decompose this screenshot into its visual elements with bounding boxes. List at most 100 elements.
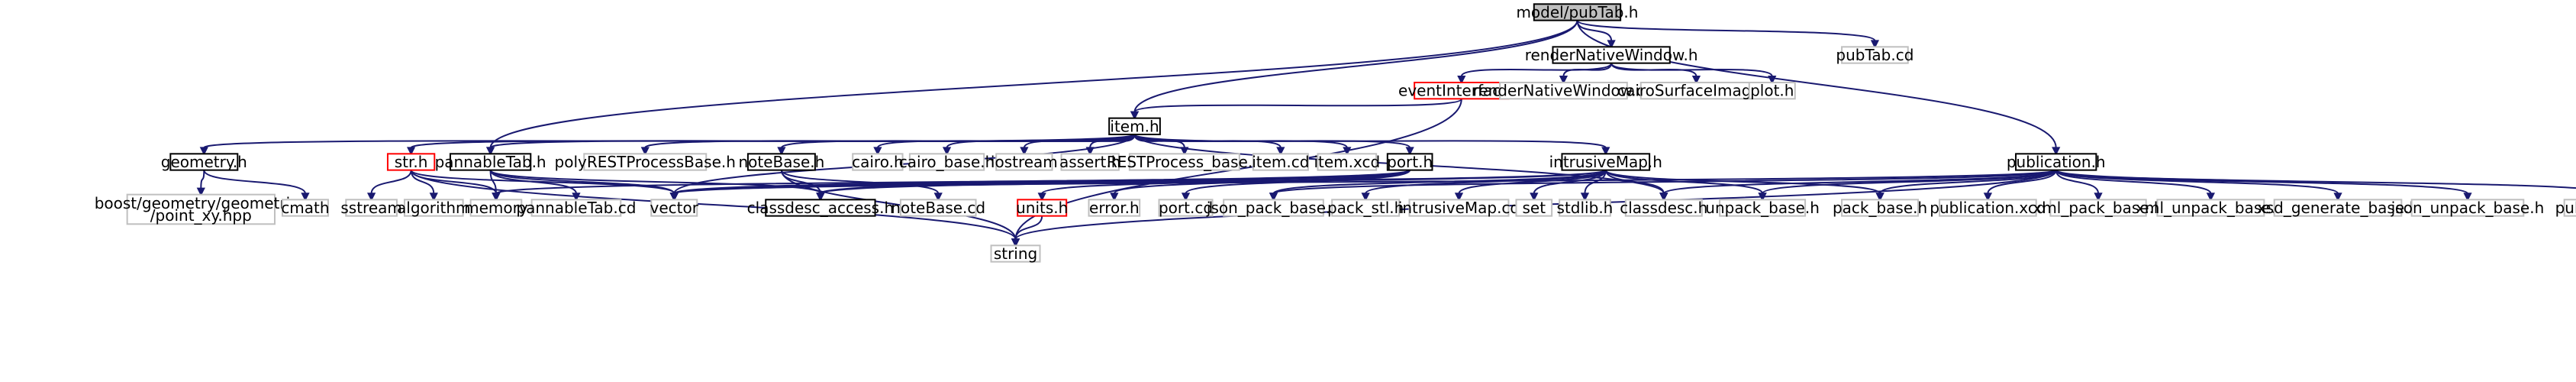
node-xml-pack-base-h: xml_pack_base.h — [2033, 199, 2163, 217]
node-box — [583, 153, 708, 171]
node-label: noteBase.cd — [891, 199, 985, 217]
node-label: renderNativeWindow.h — [1525, 46, 1698, 64]
node-rendernativewindow-h[interactable]: renderNativeWindow.h — [1525, 46, 1698, 64]
edge-item_h-to-cairo_base_h — [942, 134, 1136, 156]
node-stdlib-h: stdlib.h — [1557, 199, 1614, 217]
edge-notebase_h-to-notebase_cd — [780, 170, 943, 202]
node-box — [2410, 199, 2525, 217]
node-box — [1533, 3, 1622, 21]
node-intrusivemap-h[interactable]: intrusiveMap.h — [1549, 153, 1662, 171]
node-label: xsd_generate_base.h — [2257, 199, 2419, 217]
node-label: pannableTab.cd — [516, 199, 636, 217]
node-box — [1939, 199, 2037, 217]
edge-str_h-to-sstream — [366, 170, 412, 202]
node-pannabletab-h[interactable]: pannableTab.h — [435, 153, 546, 171]
node-restprocess-base-h: RESTProcess_base.h — [1107, 153, 1262, 171]
node-cairo-base-h: cairo_base.h — [899, 153, 995, 171]
node-notebase-cd: noteBase.cd — [891, 199, 985, 217]
node-box — [1719, 199, 1807, 217]
edge-publication_h-to-publication_xcd — [1983, 170, 2057, 202]
node-box — [281, 199, 329, 217]
edge-publication_h-to-xml_pack_base_h — [2055, 170, 2103, 202]
node-box — [403, 199, 464, 217]
node-box — [2015, 153, 2097, 171]
node-box — [1331, 199, 1401, 217]
nodes-layer: model/pubTab.h renderNativeWindow.h pubTab… — [95, 3, 2576, 263]
node-label: memory — [464, 199, 528, 217]
node-box — [1252, 153, 1309, 171]
edge-pubtab_h-to-publication_h — [1576, 20, 2061, 156]
node-box — [1386, 153, 1433, 171]
node-label: intrusiveMap.h — [1549, 153, 1662, 171]
edge-geometry_h-to-cmath — [203, 170, 310, 202]
node-box — [1559, 199, 1611, 217]
node-port-h[interactable]: port.h — [1386, 153, 1433, 171]
node-label: pubTab.cd — [1836, 46, 1913, 64]
node-geometry-h[interactable]: geometry.h — [161, 153, 247, 171]
node-box — [995, 153, 1053, 171]
node-box — [1499, 81, 1628, 100]
node-label: classdesc_access.h — [747, 199, 895, 217]
edge-item_h-to-intrusivemap_h — [1133, 134, 1610, 156]
node-classdesc-access-h[interactable]: classdesc_access.h — [747, 199, 895, 217]
edge-pannabletab_h-to-pannabletab_cd — [489, 170, 581, 202]
node-string: string — [990, 244, 1041, 263]
node-label: pannableTab.h — [435, 153, 546, 171]
node-box — [386, 153, 436, 171]
edge-intrusivemap_h-to-intrusivemap_cd — [1454, 170, 1607, 202]
node-label: cairo_base.h — [899, 153, 995, 171]
node-box — [449, 153, 532, 171]
node-label: pack_stl.h — [1327, 199, 1404, 217]
node-plot-h: plot.h — [1748, 81, 1796, 100]
node-box — [908, 153, 985, 171]
node-pannabletab-cd: pannableTab.cd — [516, 199, 636, 217]
node-pubtab-h[interactable]: model/pubTab.h — [1516, 3, 1638, 21]
node-label: pack_base.h — [1833, 199, 1927, 217]
node-box — [1624, 199, 1703, 217]
edge-rendernativewindow_h-to-plot_h — [1610, 63, 1777, 85]
node-label: unpack_base.h — [1705, 199, 1820, 217]
node-cairo-h: cairo.h — [852, 153, 904, 171]
edge-geometry_h-to-boost_point_xy — [196, 170, 205, 196]
node-box — [1158, 199, 1214, 217]
edge-item_h-to-polyrestprocessbase_h — [640, 134, 1136, 156]
edge-item_h-to-iostream — [1020, 134, 1136, 156]
node-box — [530, 199, 622, 217]
node-label: plot.h — [1750, 82, 1794, 100]
node-item-cd: item.cd — [1252, 153, 1309, 171]
node-notebase-h[interactable]: noteBase.h — [738, 153, 824, 171]
node-box — [1128, 153, 1240, 171]
node-cmath: cmath — [281, 199, 329, 217]
node-item-h[interactable]: item.h — [1108, 117, 1161, 135]
node-box — [1515, 199, 1553, 217]
node-box — [1017, 199, 1068, 217]
node-label: renderNativeWindow.cd — [1473, 82, 1655, 100]
node-label: algorithm — [397, 199, 471, 217]
node-algorithm: algorithm — [397, 199, 471, 217]
node-box — [469, 199, 523, 217]
node-units-h[interactable]: units.h — [1016, 199, 1068, 217]
edge-item_h-to-port_h — [1133, 134, 1414, 156]
node-box — [1748, 81, 1796, 100]
edge-publication_h-to-json_pack_base_h — [1269, 169, 2057, 202]
node-memory: memory — [464, 199, 528, 217]
node-publication-h[interactable]: publication.h — [2007, 153, 2106, 171]
node-str-h[interactable]: str.h — [386, 153, 436, 171]
node-label: xml_pack_base.h — [2033, 199, 2163, 217]
edge-publication_h-to-json_unpack_base_h — [2055, 169, 2472, 202]
node-label: RESTProcess_base.h — [1107, 153, 1262, 171]
node-box — [1552, 46, 1671, 64]
edge-eventinterface_h-to-item_h — [1130, 98, 1462, 120]
node-label: classdesc.h — [1620, 199, 1707, 217]
node-sstream: sstream — [340, 199, 402, 217]
node-label: model/pubTab.h — [1516, 3, 1638, 21]
node-label: /point_xy.hpp — [150, 206, 252, 225]
edge-pubtab_h-to-pubtab_cd — [1576, 19, 1880, 49]
node-label: string — [994, 244, 1037, 263]
edge-publication_h-to-vector — [669, 169, 2057, 202]
edge-item_h-to-cairo_h — [873, 134, 1136, 156]
edge-eventinterface_h-to-string — [1011, 99, 1462, 248]
node-box — [1317, 153, 1378, 171]
node-box — [1088, 199, 1141, 217]
